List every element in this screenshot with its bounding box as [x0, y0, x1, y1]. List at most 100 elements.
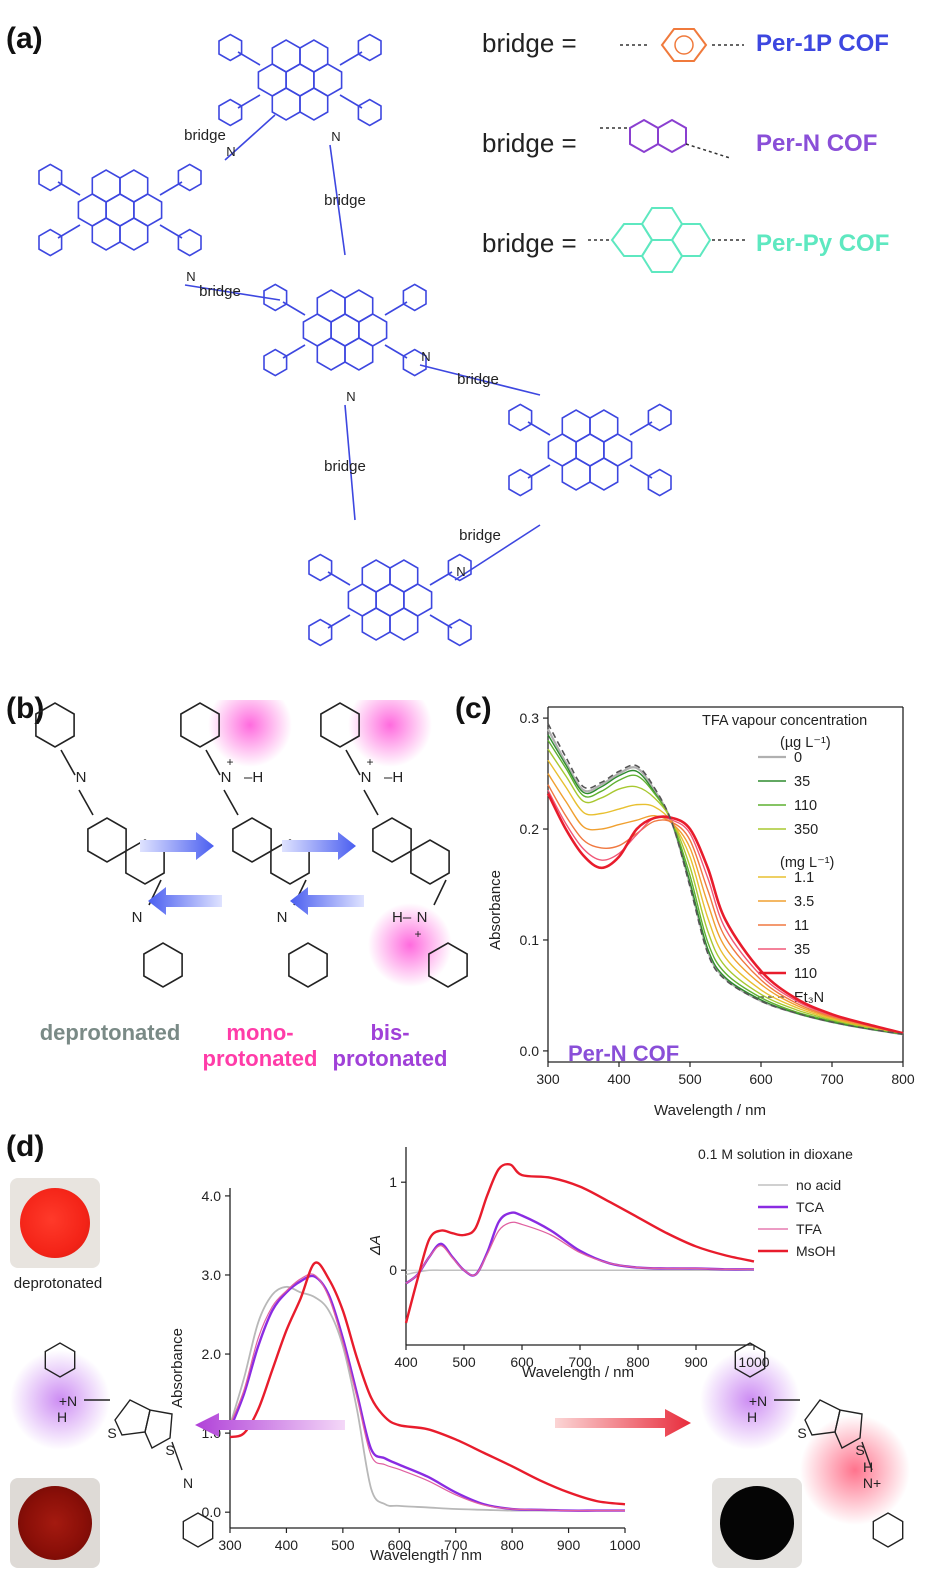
- chart-c-legend-label-3: 350: [794, 822, 818, 838]
- imine-linkage-0: [224, 114, 276, 161]
- perylene-ring: [271, 87, 301, 121]
- chart-inset-legend-title: 0.1 M solution in dioxane: [698, 1146, 853, 1162]
- phenyl-ring: [402, 283, 427, 312]
- chart-c-legend-label-5: 3.5: [794, 894, 814, 910]
- imine-n-label-3: N: [421, 349, 430, 364]
- nitrogen-label-top-0: N: [76, 769, 87, 786]
- perylene-ring: [589, 457, 619, 491]
- phenyl-ring: [218, 33, 243, 62]
- chart-d-inset-delta-a: ΔA Wavelength / nm 0.1 M solution in dio…: [367, 1146, 853, 1381]
- phenyl-ring: [647, 468, 672, 497]
- chart-d-series-line-2: [229, 1273, 625, 1512]
- perylene-ring: [344, 337, 374, 371]
- bond-ch-0: [78, 789, 94, 816]
- nitrogen-label-d-top-1: +N: [749, 1393, 767, 1409]
- bridge-label-1: bridge: [199, 283, 241, 300]
- chart-c-xtick-label: 800: [891, 1071, 915, 1087]
- phenyl-ring: [402, 348, 427, 377]
- perylene-ring: [389, 607, 419, 641]
- nitrogen-label-d-bottom-1: N+: [863, 1475, 881, 1491]
- arrow-right-red: [555, 1409, 691, 1437]
- glow-red-1: [800, 1415, 910, 1525]
- chart-c-series-line-8: [546, 792, 904, 1035]
- perylene-core-1: [77, 169, 163, 251]
- nitrogen-label-d-bottom-0: N: [183, 1475, 193, 1491]
- pyrene-bridge-icon: [588, 207, 748, 273]
- panel-label-d: (d): [6, 1130, 45, 1163]
- bond-d2-1: [861, 1441, 873, 1471]
- chart-c-series-line-2: [547, 739, 904, 1035]
- phenyl-ring-top-d-0: [44, 1342, 76, 1378]
- protonation-glow-top-1: [208, 700, 292, 767]
- chart-c-series-line-5: [547, 773, 904, 1034]
- naphthalene-ring-a-1: [232, 817, 272, 863]
- hydrogen-label-top-2: –H: [384, 769, 403, 786]
- state-deprotonated-line1: deprotonated: [39, 1020, 181, 1045]
- phenyl-ring-top-2: [320, 702, 360, 748]
- state-mono-line1: mono-: [226, 1020, 294, 1045]
- chart-c-legend-label-4: 1.1: [794, 870, 814, 886]
- bridge-label-5: bridge: [459, 527, 501, 544]
- bond-d2-0: [171, 1441, 183, 1471]
- chart-c-series-line-4: [547, 759, 904, 1034]
- bond-n-1: [205, 749, 221, 776]
- imine-linkage-5: [454, 524, 541, 581]
- phenyl-ring-top-1: [180, 702, 220, 748]
- chart-c-xlabel: Wavelength / nm: [654, 1102, 766, 1119]
- perylene-ring: [299, 87, 329, 121]
- phenyl-ring: [647, 403, 672, 432]
- arrow-back-2: [290, 887, 364, 915]
- phenyl-ring: [38, 228, 63, 257]
- cof-name-per-1p: Per-1P COF: [756, 30, 889, 57]
- chart-c-legend-label-7: 35: [794, 942, 810, 958]
- phenyl-ring: [218, 98, 243, 127]
- chart-d-xtick-label: 500: [331, 1537, 355, 1553]
- arrow-back-1: [148, 887, 222, 915]
- protonation-scheme: NNN–H+NN–H+NH–+: [35, 700, 468, 988]
- phenyl-ring-top-d-1: [734, 1342, 766, 1378]
- imine-linkage-4: [344, 404, 356, 521]
- sulfur-label-a-0: S: [107, 1425, 116, 1441]
- chart-inset-xtick-label: 400: [394, 1354, 418, 1370]
- bond-ch-2: [363, 789, 379, 816]
- chart-d-xtick-label: 800: [500, 1537, 524, 1553]
- sulfur-label-b-0: S: [165, 1442, 174, 1458]
- perylene-core-2: [302, 289, 388, 371]
- chart-c-xtick-label: 700: [820, 1071, 844, 1087]
- chart-d-ytick-label: 4.0: [202, 1188, 222, 1204]
- chart-inset-legend-label-1: TCA: [796, 1199, 825, 1215]
- chart-c-xtick-label: 300: [536, 1071, 560, 1087]
- phenyl-ring: [177, 163, 202, 192]
- chart-inset-xtick-label: 900: [684, 1354, 708, 1370]
- chart-d-ytick-label: 3.0: [202, 1267, 222, 1283]
- chart-d-ylabel: Absorbance: [169, 1328, 186, 1408]
- bond-n-0: [60, 749, 76, 776]
- chart-c-legend-label-1: 35: [794, 774, 810, 790]
- chart-d-xtick-label: 900: [557, 1537, 581, 1553]
- bridge-legend: bridge = Per-1P COF bridge = Per-N COF b…: [470, 20, 920, 273]
- phenyl-ring: [357, 98, 382, 127]
- chart-d-xtick-label: 400: [275, 1537, 299, 1553]
- photo-deprotonated: [10, 1178, 100, 1268]
- chart-inset-series-line-0: [405, 1269, 754, 1276]
- bond-ch-1: [223, 789, 239, 816]
- state-bis-line1: bis-: [370, 1020, 410, 1045]
- naphthalene-ring-a-2: [372, 817, 412, 863]
- nitrogen-label-top-1: N: [221, 769, 232, 786]
- chart-d-ytick-label: 2.0: [202, 1346, 222, 1362]
- chart-inset-series-line-3: [404, 1162, 755, 1324]
- chart-c-series-line-9: [547, 723, 904, 1036]
- chart-c-ytick-label: 0.2: [520, 821, 540, 837]
- glow-purple-1: [700, 1350, 800, 1450]
- bond-n-2: [345, 749, 361, 776]
- naphthalene-bridge-icon: [600, 118, 731, 159]
- perylene-ring: [361, 607, 391, 641]
- red-film-disk: [20, 1188, 90, 1258]
- arrow-forward-1: [140, 832, 214, 860]
- chart-c-ytick-label: 0.3: [520, 710, 540, 726]
- chart-d-xtick-label: 1000: [609, 1537, 640, 1553]
- panel-label-c: (c): [455, 692, 492, 725]
- cof-name-per-py: Per-Py COF: [756, 230, 890, 257]
